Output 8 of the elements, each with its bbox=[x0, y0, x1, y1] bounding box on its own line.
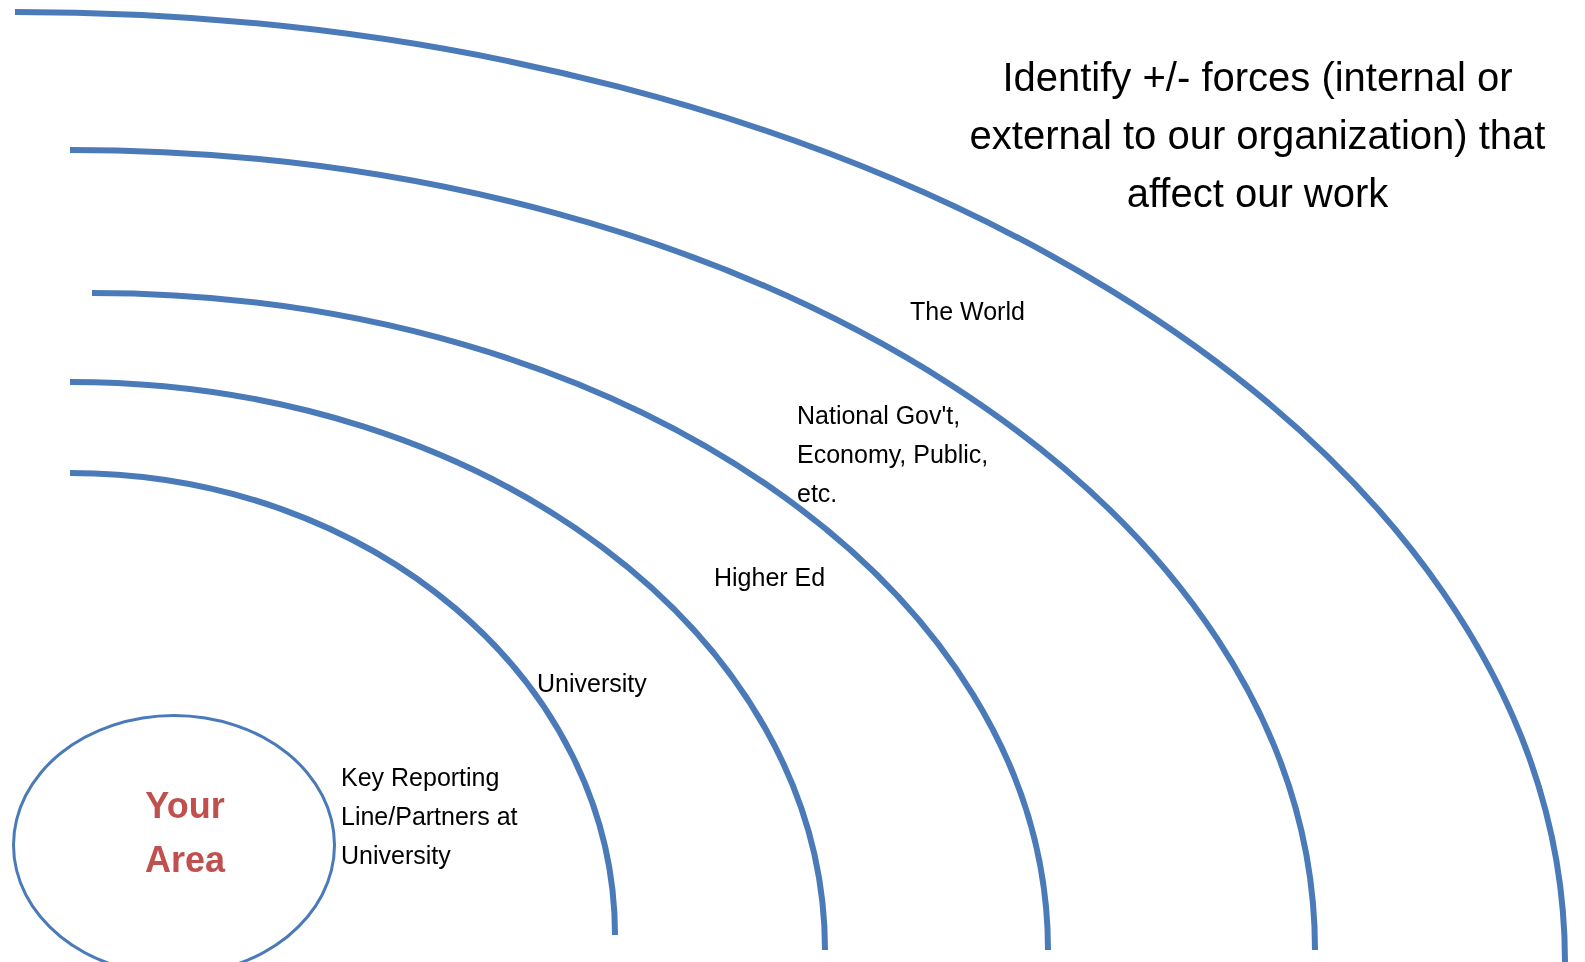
instruction-text: Identify +/- forces (internal or external to our organization) that affect our work bbox=[968, 54, 1547, 217]
node-label: Your Area bbox=[143, 784, 227, 882]
circle-node bbox=[12, 714, 336, 962]
ring-label: National Gov't, Economy, Public, etc. bbox=[797, 400, 990, 509]
ring-label: Key Reporting Line/Partners at University bbox=[341, 762, 519, 871]
ring-label: The World bbox=[910, 296, 1026, 327]
ring-label: Higher Ed bbox=[714, 562, 827, 593]
ring-label: University bbox=[537, 668, 648, 699]
